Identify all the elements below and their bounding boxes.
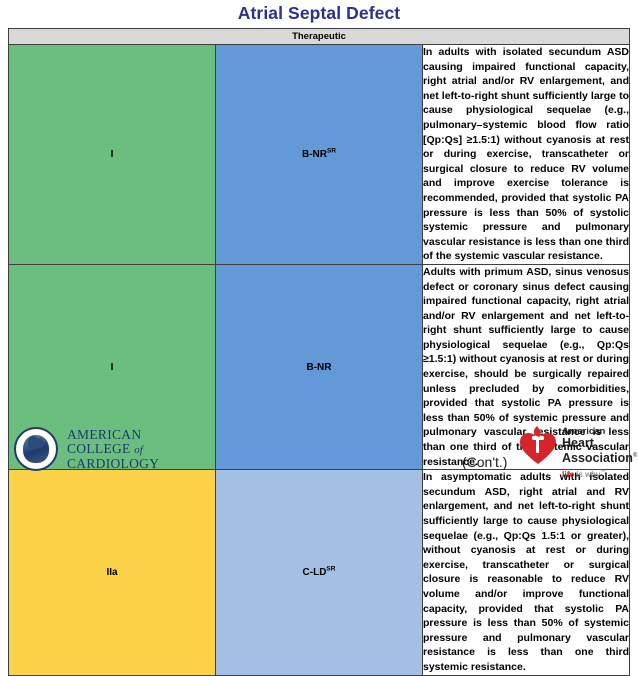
flame-shape <box>533 424 544 437</box>
page-title: Atrial Septal Defect <box>237 3 401 23</box>
acc-wordmark-college: COLLEGE <box>67 440 135 456</box>
aha-tagline: life is why™ <box>562 467 637 479</box>
recommendation-text: In adults with isolated secundum ASD cau… <box>423 46 629 263</box>
aha-logo: American Heart Association® life is why™ <box>518 424 637 479</box>
acc-wordmark-line-2: COLLEGE of <box>67 440 159 457</box>
loe-label: C-LD <box>302 566 327 578</box>
recommendation-cell: In asymptomatic adults with isolated sec… <box>422 469 630 676</box>
acc-wordmark-of: of <box>134 443 143 456</box>
cor-cell: I <box>8 44 216 265</box>
table-row: IIa C-LDSR In asymptomatic adults with i… <box>8 469 630 676</box>
table-section-header-row: Therapeutic <box>8 28 630 45</box>
loe-cell: B-NR <box>215 263 423 471</box>
loe-label: B-NR <box>306 361 332 373</box>
loe-cell: C-LDSR <box>215 469 423 676</box>
slide-footer: AMERICAN COLLEGE of CARDIOLOGY (Con't.) … <box>0 424 638 479</box>
trademark-mark: ™ <box>600 469 606 476</box>
acc-logo: AMERICAN COLLEGE of CARDIOLOGY <box>14 427 159 471</box>
acc-wordmark-line-1: AMERICAN <box>67 426 142 442</box>
aha-wordmark-line-3: Association® <box>562 450 637 465</box>
recommendation-cell: In adults with isolated secundum ASD cau… <box>422 44 630 265</box>
loe-label: B-NR <box>301 148 327 160</box>
aha-wordmark-line-2: Heart <box>562 436 594 450</box>
tagline-life: life <box>562 468 575 479</box>
acc-seal-icon <box>14 427 58 471</box>
acc-wordmark: AMERICAN COLLEGE of CARDIOLOGY <box>67 426 160 471</box>
registered-mark: ® <box>632 453 638 459</box>
aha-association-text: Association <box>562 451 633 466</box>
torch-stem-shape <box>536 436 540 453</box>
cor-cell: IIa <box>8 469 216 676</box>
recommendations-table: Therapeutic I B-NRSR In adults with isol… <box>8 28 630 676</box>
aha-wordmark: American Heart Association® life is why™ <box>562 424 637 479</box>
recommendation-text: In asymptomatic adults with isolated sec… <box>423 471 629 673</box>
acc-wordmark-line-3: CARDIOLOGY <box>67 455 160 471</box>
loe-superscript: SR <box>326 565 336 573</box>
continued-note: (Con't.) <box>462 454 508 470</box>
loe-superscript: SR <box>326 147 337 155</box>
table-row: I B-NRSR In adults with isolated secundu… <box>8 44 630 265</box>
tagline-rest: is why <box>574 468 601 479</box>
aha-heart-torch-icon <box>518 424 558 464</box>
section-header-therapeutic: Therapeutic <box>8 28 630 45</box>
loe-cell: B-NRSR <box>215 44 423 265</box>
recommendation-text: Adults with primum ASD, sinus venosus de… <box>423 265 629 468</box>
aha-wordmark-line-1: American <box>562 426 606 437</box>
